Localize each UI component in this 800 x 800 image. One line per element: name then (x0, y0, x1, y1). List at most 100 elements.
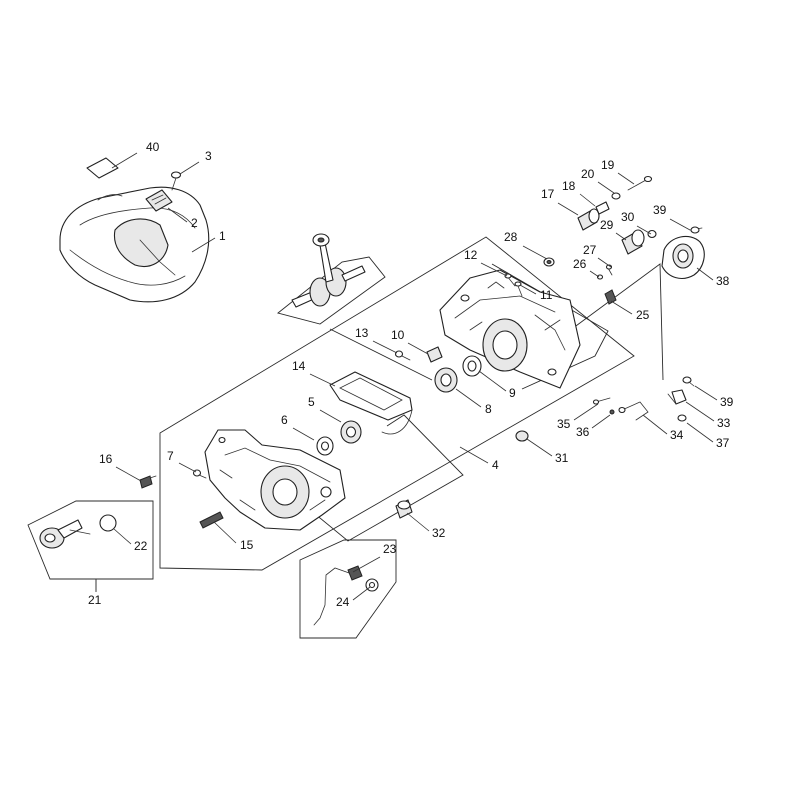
leader-line-39 (669, 218, 691, 231)
leader-line-27 (597, 257, 612, 268)
callout-5: 5 (308, 395, 315, 409)
part-30-nut (647, 229, 657, 239)
callout-30: 30 (621, 210, 635, 224)
callout-12: 12 (464, 248, 478, 262)
part-16-bolt (139, 475, 157, 489)
callout-22: 22 (134, 539, 148, 553)
callout-25: 25 (636, 308, 650, 322)
callout-39b: 39 (720, 395, 734, 409)
part-38-bracket-plate (661, 235, 705, 279)
callout-29: 29 (600, 218, 614, 232)
part-33-elbow-fitting (667, 389, 687, 405)
leader-line-3 (179, 161, 200, 175)
part-6-oil-seal (316, 436, 334, 456)
part-22-o-ring (99, 514, 117, 532)
leader-line-13 (372, 340, 398, 354)
callout-20: 20 (581, 167, 595, 181)
leader-line-15 (213, 521, 237, 544)
part-20-washer (611, 192, 621, 200)
leader-line-10 (407, 342, 429, 355)
leader-line-40 (111, 152, 138, 169)
part-crankcase-left-half (204, 429, 346, 531)
callout-23: 23 (383, 542, 397, 556)
leader-line-11 (519, 284, 537, 295)
part-11-bolt (514, 281, 523, 297)
callout-26: 26 (573, 257, 587, 271)
part-18-spacer (595, 201, 610, 215)
oil-cap-group-frame (27, 500, 154, 580)
callout-31: 31 (555, 451, 569, 465)
callout-1: 1 (219, 229, 226, 243)
callout-28: 28 (504, 230, 518, 244)
leader-line-37 (686, 422, 714, 443)
leader-line-34 (642, 414, 668, 435)
callout-4: 4 (492, 458, 499, 472)
part-15-stud-bolt (199, 511, 224, 529)
callout-33: 33 (717, 416, 731, 430)
part-7-screw (192, 469, 207, 479)
part-2-decal (145, 189, 173, 212)
part-24-filter (365, 578, 379, 592)
callout-3: 3 (205, 149, 212, 163)
part-35-pin (592, 397, 611, 405)
oil-line-group-frame (299, 539, 397, 639)
part-14-gasket (329, 371, 413, 435)
callout-17: 17 (541, 187, 555, 201)
callout-24: 24 (336, 595, 350, 609)
part-crankshaft-assembly (291, 233, 366, 308)
leader-line-7 (178, 462, 197, 473)
part-26-pin (596, 274, 604, 280)
callout-40: 40 (146, 140, 160, 154)
handle-bar-line (564, 263, 664, 381)
callout-18: 18 (562, 179, 576, 193)
callout-35: 35 (557, 417, 571, 431)
part-39-bolt-top (689, 226, 703, 234)
leader-line-29 (615, 232, 627, 241)
callout-19: 19 (601, 158, 615, 172)
callout-32: 32 (432, 526, 446, 540)
callout-8: 8 (485, 402, 492, 416)
leader-line-20 (597, 181, 615, 194)
part-8-bearing (434, 367, 458, 393)
callout-9: 9 (509, 386, 516, 400)
leader-line-16 (115, 466, 142, 482)
callout-34: 34 (670, 428, 684, 442)
part-23-oil-line (313, 565, 363, 626)
callout-15: 15 (240, 538, 254, 552)
part-28-nut (543, 257, 555, 267)
leader-line-6 (292, 427, 315, 441)
callout-11: 11 (540, 288, 553, 302)
part-17-bushing (577, 208, 600, 231)
part-1-top-cover (59, 186, 210, 303)
leader-line-2 (167, 207, 188, 223)
callout-38: 38 (716, 274, 730, 288)
leader-line-23 (352, 556, 381, 573)
part-3-screw (170, 171, 182, 191)
callout-6: 6 (281, 413, 288, 427)
part-25-clip (604, 289, 617, 305)
part-27-screw (605, 264, 613, 276)
callout-39: 39 (653, 203, 667, 217)
callout-16: 16 (99, 452, 113, 466)
leader-line-31 (526, 438, 553, 457)
leader-line-26 (589, 270, 600, 278)
part-12-bolt (504, 273, 516, 287)
part-5-bearing (340, 420, 362, 444)
leader-line-8 (455, 388, 482, 408)
leader-line-17 (557, 202, 579, 216)
part-36-spring (609, 409, 615, 415)
part-crankcase-right-half (439, 269, 581, 389)
part-31-bushing (515, 430, 529, 442)
part-37-nut (677, 414, 687, 422)
callout-14: 14 (292, 359, 306, 373)
leader-line-35 (573, 403, 599, 421)
part-9-oil-seal (462, 355, 482, 377)
callout-21: 21 (88, 593, 102, 607)
leader-line-5 (319, 409, 342, 423)
leader-line-33 (685, 401, 715, 422)
leader-line-39b (694, 385, 718, 401)
part-13-screw (394, 350, 411, 361)
part-19-bolt (627, 175, 653, 191)
